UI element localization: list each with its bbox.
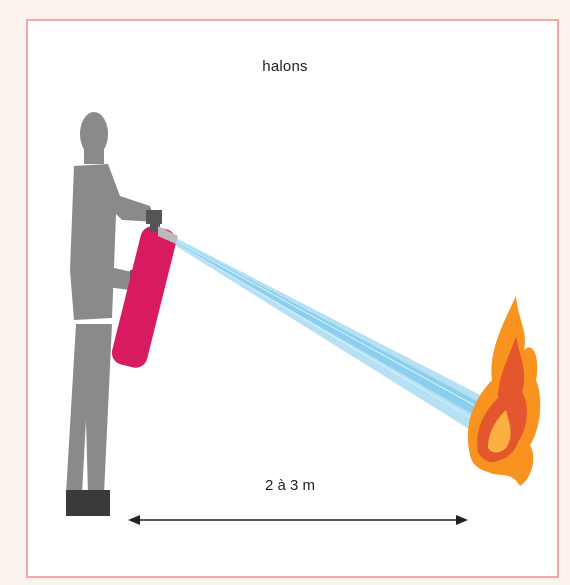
- distance-label: 2 à 3 m: [250, 477, 330, 494]
- agent-label: halons: [0, 58, 570, 75]
- fire-extinguisher-icon: [109, 222, 178, 370]
- flame-icon: [468, 296, 540, 486]
- spray-jet-icon: [176, 238, 492, 436]
- distance-arrow-icon: [128, 515, 468, 525]
